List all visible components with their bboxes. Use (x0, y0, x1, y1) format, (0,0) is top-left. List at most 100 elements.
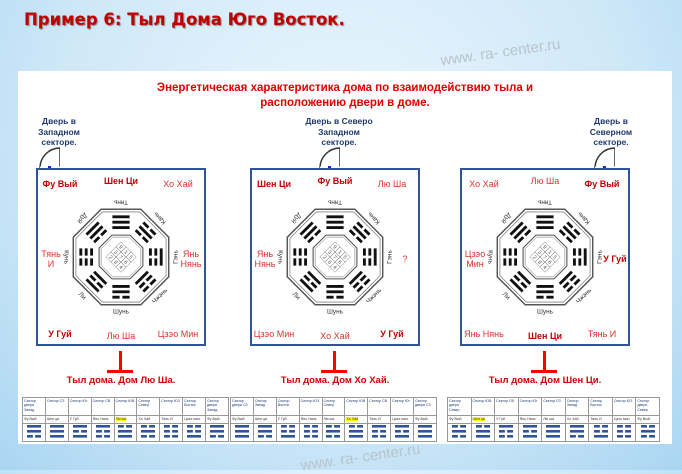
rear-marker-bar (321, 370, 347, 373)
trigram-icon (72, 425, 87, 438)
trigram-icon (452, 425, 467, 438)
trigram-icon (372, 425, 387, 438)
trigram-7 (299, 221, 322, 244)
table-value-cell: Лю ша (541, 415, 566, 424)
table-header-cell: Сектор СВ (494, 397, 519, 416)
square-number: 2 (531, 254, 537, 260)
table-value-cell: Цзэо мин (390, 415, 414, 424)
table-header-cell: Сектор ЮЗ (611, 397, 637, 416)
value-text: Фу Вый (449, 417, 462, 421)
table-value-cell: У Гуй (67, 415, 92, 424)
trigram-4 (536, 284, 554, 299)
trigram-icon (210, 425, 224, 438)
square-number: 5 (341, 254, 347, 260)
trigram-1 (134, 221, 157, 244)
trigram-7 (85, 221, 108, 244)
table-header-cell: Сектор Запад (564, 397, 590, 416)
table-trigram-cell (344, 422, 369, 443)
table-header-cell: Сектор СЗ (44, 397, 69, 416)
trigram-1 (348, 221, 371, 244)
door-caption-line: Дверь в (42, 116, 76, 126)
square-number: 1 (546, 249, 552, 255)
table-header-cell: Сектор Север (321, 397, 346, 416)
table-value-cell: Тянь И (367, 415, 392, 424)
table-header-cell: Сектор Юг (390, 397, 414, 416)
trigram-icon (546, 425, 561, 438)
trigram-name: Ли (501, 291, 512, 302)
door-icon (319, 147, 340, 168)
sector-label-n: Шен Ци (103, 176, 139, 186)
watermark: www. ra- center.ru (439, 35, 562, 70)
table-header-cell: Сектор двери Запад (22, 397, 46, 416)
sector-label-ne: Лю Ша (377, 179, 407, 189)
trigram-6 (503, 248, 518, 266)
table-trigram-cell (90, 422, 115, 443)
table-value-cell: Шен ци (252, 415, 277, 424)
value-text: Янь Нянь (519, 417, 536, 421)
trigram-icon (640, 425, 655, 438)
table-trigram-cell (588, 422, 613, 443)
heading-line: Энергетическая характеристика дома по вз… (156, 82, 534, 94)
door-caption-line: Западном (318, 126, 360, 137)
table-trigram-cell (182, 422, 206, 443)
square-number: 3 (112, 249, 118, 255)
value-text: Шен ци (46, 417, 60, 421)
content-panel: Энергетическая характеристика дома по вз… (18, 71, 672, 444)
table-trigram-cell (275, 422, 300, 443)
table-value-cell: Хо Хай (136, 415, 161, 424)
table-value-cell: Янь Нянь (517, 415, 543, 424)
table-trigram-cell (517, 422, 543, 443)
trigram-name: Тянь (113, 198, 128, 205)
trigram-5 (85, 270, 108, 293)
rear-marker (543, 351, 546, 372)
square-number: 6 (122, 260, 128, 266)
value-text: Тянь И (590, 417, 602, 421)
trigram-4 (326, 284, 344, 299)
slide-title: Пример 6: Тыл Дома Юго Восток. (24, 10, 345, 29)
square-number: 4 (117, 265, 123, 271)
table-value-cell: Лю ша (113, 415, 138, 424)
door-caption-line: Северном (589, 126, 633, 137)
table-value-cell: Янь Нянь (298, 415, 323, 424)
trigram-icon (499, 425, 514, 438)
sector-label-se: У Гуй (380, 329, 404, 339)
square-number: 9 (117, 244, 123, 250)
trigram-7 (509, 221, 532, 244)
sector-label-e: У Гуй (603, 254, 627, 264)
square-number: 8 (326, 260, 332, 266)
trigram-icon (257, 425, 272, 438)
trigram-4 (112, 284, 130, 299)
square-number: 6 (336, 260, 342, 266)
value-text: Тянь И (161, 417, 173, 421)
sector-label-sw: У Гуй (48, 329, 72, 339)
table-header-cell: Сектор двери СЗ (413, 397, 437, 416)
table-trigram-cell (447, 422, 472, 443)
trigram-icon (280, 425, 295, 438)
sector-label-se: Цзэо Мин (157, 329, 199, 339)
value-text: Шен ци (254, 417, 268, 421)
trigram-name: Кунь (276, 250, 283, 265)
table-value-cell: Фу Вый (413, 415, 437, 424)
trigram-0 (112, 215, 130, 230)
table-trigram-cell (470, 422, 496, 443)
table-header-cell: Сектор двери Север (635, 397, 660, 416)
trigram-icon (118, 425, 133, 438)
square-number: 5 (551, 254, 557, 260)
sector-label-s: Шен Ци (527, 331, 563, 341)
trigram-icon (164, 425, 179, 438)
trigram-row (230, 422, 437, 443)
table-header-cell: Сектор Восток (275, 397, 300, 416)
table-trigram-cell (67, 422, 92, 443)
trigram-icon (49, 425, 64, 438)
